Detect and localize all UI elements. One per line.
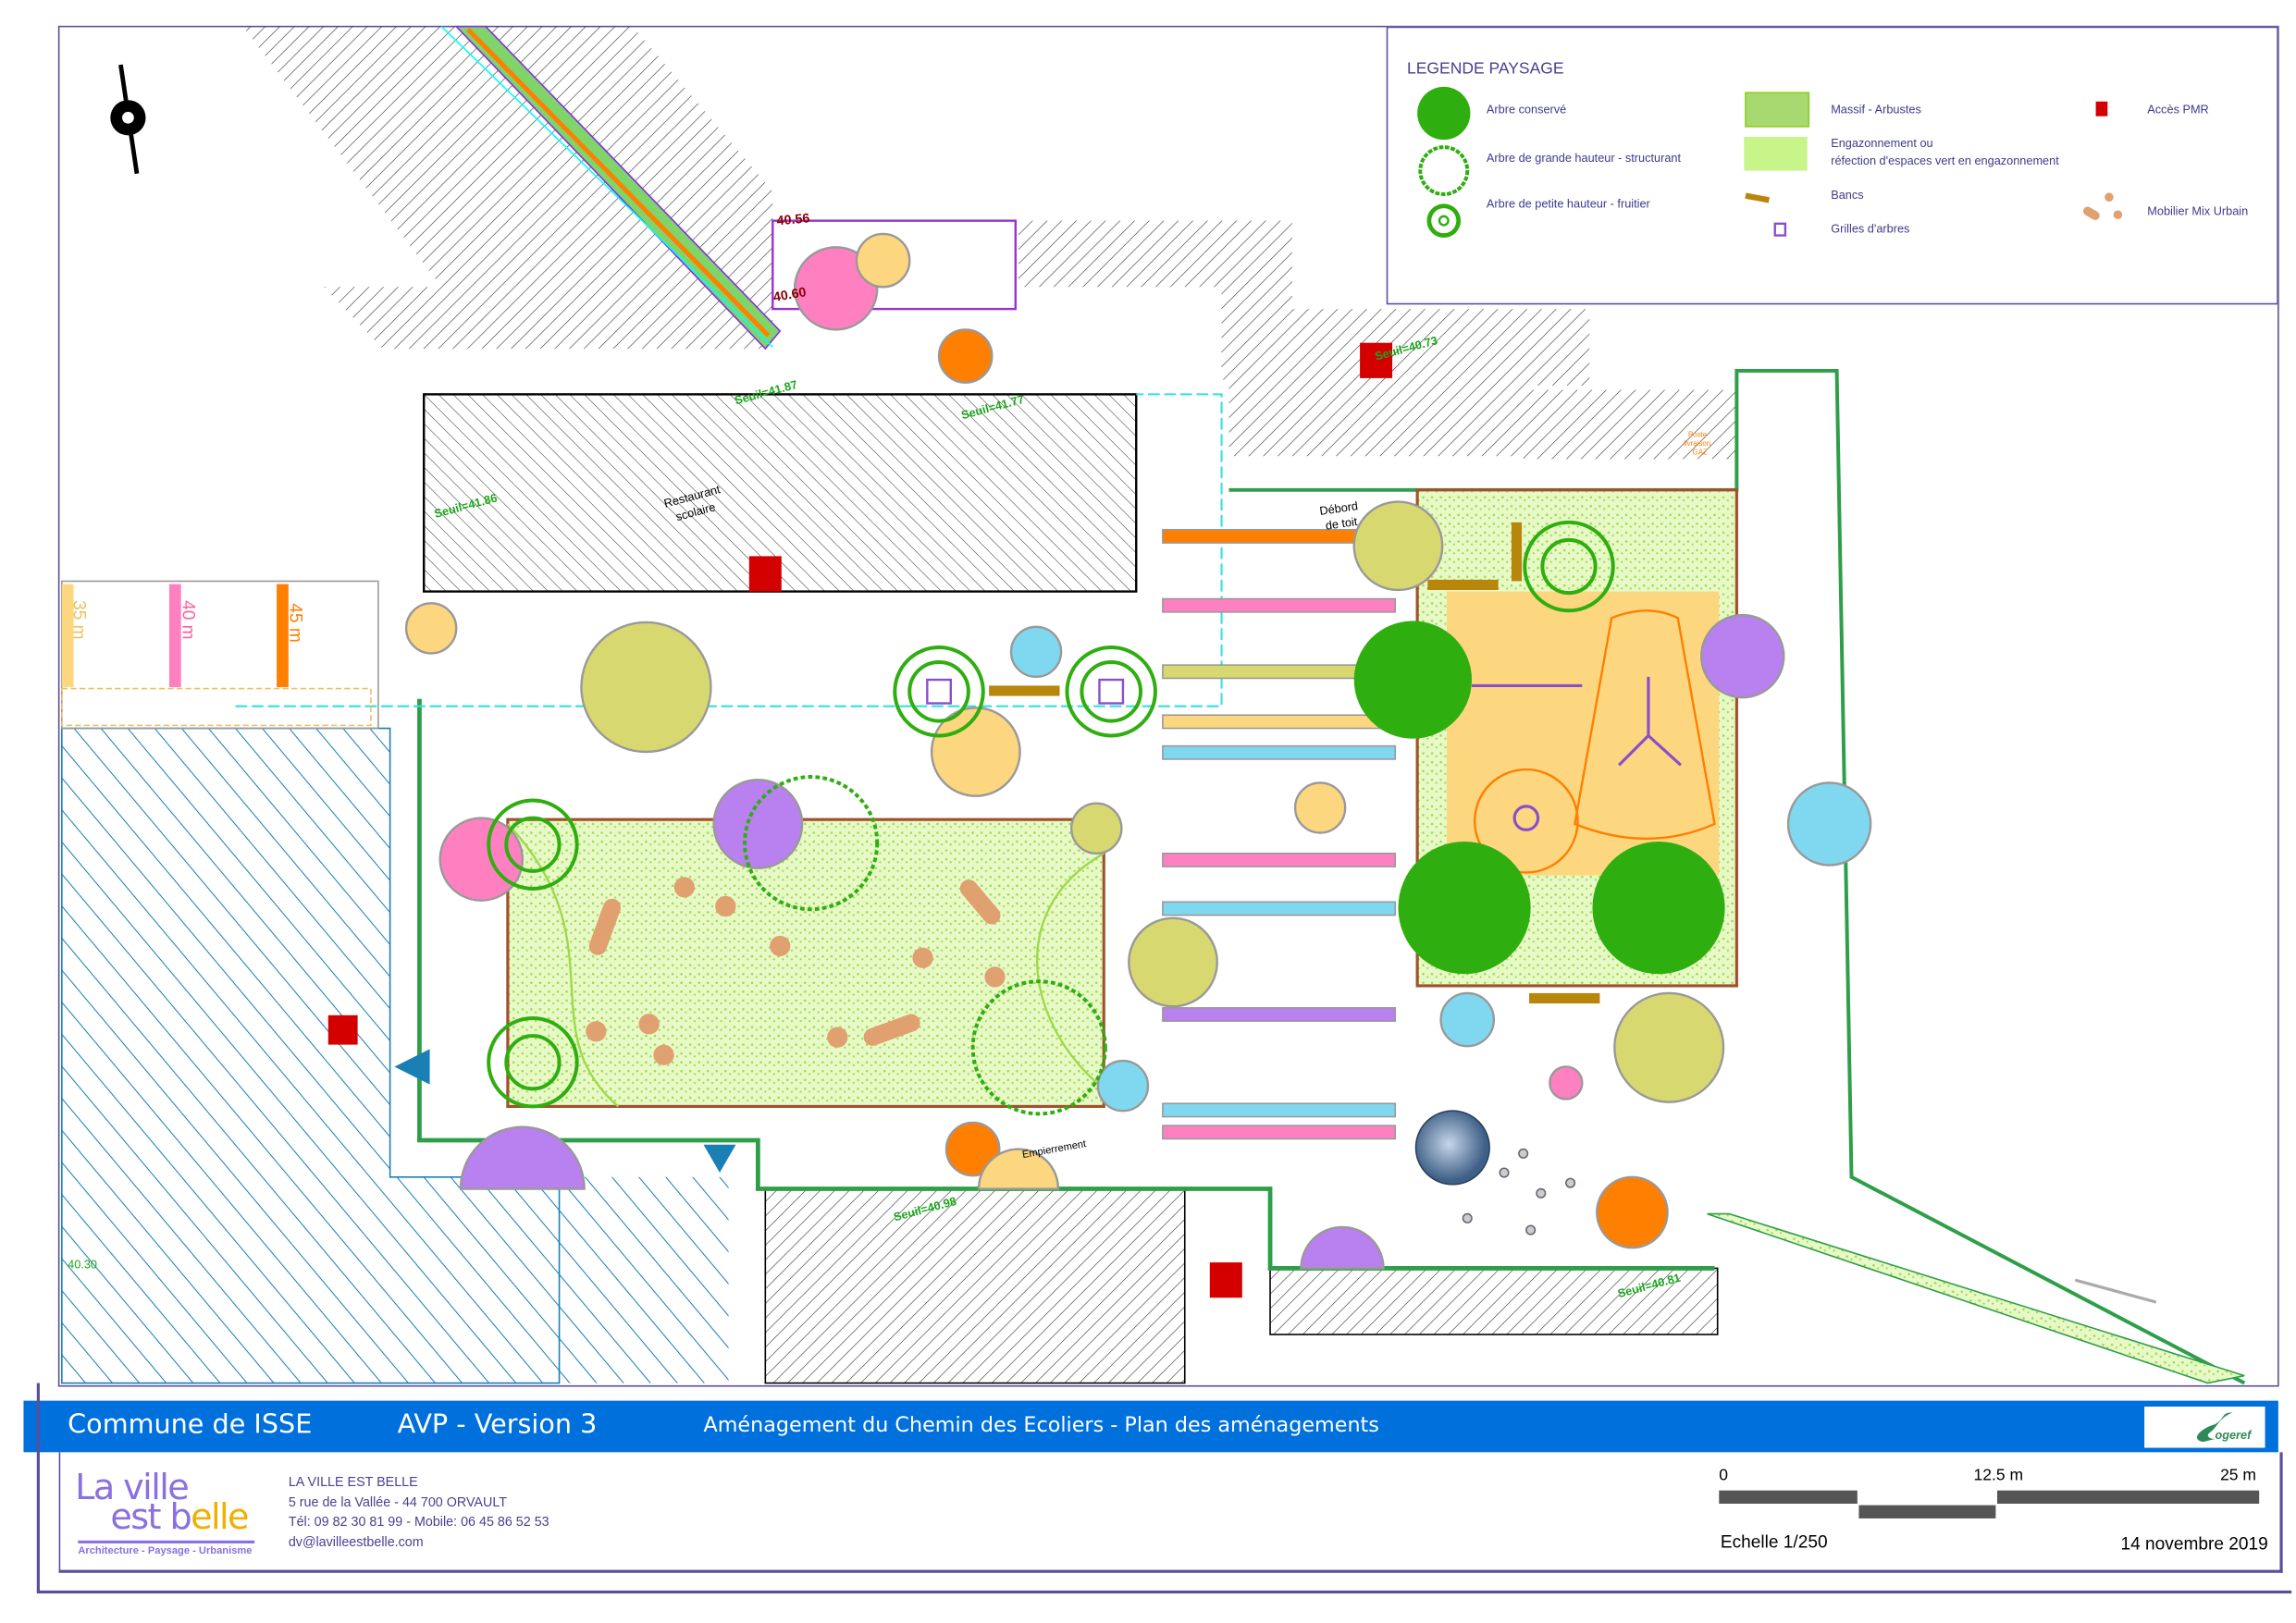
north-arrow-icon (110, 64, 146, 175)
logo-line-1: La ville (75, 1467, 190, 1508)
plan-date: 14 novembre 2019 (2120, 1532, 2268, 1555)
tree-conserved-icon (1417, 86, 1471, 141)
legend-label-arbre-conserve: Arbre conservé (1486, 103, 1567, 117)
label-debord: Débord (1318, 498, 1358, 518)
logo-line-2b: elle (191, 1496, 249, 1538)
distance-40m: 40 m (178, 600, 197, 639)
legend-panel: LEGENDE PAYSAGE Arbre conservé Arbre de … (1386, 26, 2278, 305)
logo-line-2a: est b (110, 1496, 191, 1538)
urban-furniture (586, 877, 1006, 1065)
colored-stripes (1162, 528, 1397, 1140)
spot-height-40-60: 40.60 (772, 285, 808, 305)
building-top-left (242, 26, 773, 350)
company-address: 5 rue de la Vallée - 44 700 ORVAULT (288, 1494, 507, 1509)
tall-tree-icon (1418, 145, 1470, 197)
footer-cartouche: La ville est belle Architecture - Paysag… (58, 1452, 2283, 1573)
small-tree-icon (1426, 203, 1462, 238)
legend-label-grilles: Grilles d'arbres (1831, 222, 1910, 236)
pmr-access-icon (2095, 101, 2108, 117)
title-bar: Commune de ISSE AVP - Version 3 Aménagem… (23, 1400, 2278, 1453)
scale-tick-25: 25 m (2220, 1467, 2257, 1485)
trees (487, 520, 1615, 1116)
stepping-stones (1462, 1148, 1576, 1236)
site-plan-map: 35 m 40 m 45 m (57, 25, 2279, 1387)
label-gaz: Poste (1688, 431, 1708, 439)
legend-label-petite-hauteur: Arbre de petite hauteur - fruitier (1486, 197, 1650, 211)
commune-title: Commune de ISSE (68, 1409, 313, 1441)
parking-area (61, 580, 379, 730)
scale-tick-12-5: 12.5 m (1973, 1467, 2024, 1485)
scale-segment (1858, 1505, 1996, 1518)
svg-text:ogeref: ogeref (2215, 1428, 2253, 1442)
entrance-arrow-icon (703, 1144, 736, 1174)
label-debord-2: de toit (1325, 514, 1359, 533)
legend-label-massif: Massif - Arbustes (1831, 103, 1921, 117)
spot-height-40-56: 40.56 (776, 211, 810, 228)
legend-label-grande-hauteur: Arbre de grande hauteur - structurant (1486, 151, 1682, 166)
scale-label: Echelle 1/250 (1720, 1531, 1828, 1553)
label-empierrement: Empierrement (1021, 1138, 1088, 1161)
legend-title: LEGENDE PAYSAGE (1406, 60, 1564, 79)
tree-grate-icon (1773, 222, 1787, 237)
legend-label-acces-pmr: Accès PMR (2147, 103, 2209, 117)
bench-icon (1745, 192, 1770, 203)
colored-circles (404, 232, 1872, 1270)
building-bottom-center (764, 1187, 1186, 1384)
building-top-right (1018, 220, 1590, 457)
label-gaz-3: GAZ (1693, 449, 1708, 457)
lawn-swatch (1744, 136, 1808, 171)
central-garden (506, 818, 1105, 1109)
version-title: AVP - Version 3 (397, 1409, 598, 1441)
boundary-line (417, 698, 1715, 1271)
play-surface (1446, 591, 1720, 876)
distance-45m: 45 m (285, 603, 304, 642)
distance-35m: 35 m (69, 600, 89, 639)
label-gaz-2: livraison (1684, 439, 1710, 448)
pmr-access (327, 342, 1393, 1298)
urban-furniture-icon (2082, 192, 2123, 220)
building-bottom-right (1269, 1267, 1719, 1335)
company-email: dv@lavilleestbelle.com (288, 1533, 424, 1549)
company-phone: Tél: 09 82 30 81 99 - Mobile: 06 45 86 5… (288, 1514, 549, 1530)
building-bottom-blue (559, 1176, 729, 1383)
benches (989, 522, 1600, 1004)
scale-segment (1996, 1490, 2260, 1505)
company-name: LA VILLE EST BELLE (288, 1474, 418, 1490)
legend-label-engazonnement: Engazonnement ou (1831, 136, 1933, 151)
logo-tagline: Architecture - Paysage - Urbanisme (78, 1546, 253, 1557)
scale-tick-0: 0 (1719, 1467, 1729, 1485)
la-ville-est-belle-logo: La ville est belle Architecture - Paysag… (75, 1467, 259, 1562)
scale-bar: 0 12.5 m 25 m Echelle 1/250 (1716, 1464, 2268, 1567)
building-right (1523, 389, 1737, 460)
legend-label-engazonnement-2: réfection d'espaces vert en engazonnemen… (1831, 154, 2059, 168)
legend-label-mobilier: Mobilier Mix Urbain (2147, 204, 2249, 218)
conserved-trees (1353, 621, 1725, 975)
legend-label-bancs: Bancs (1831, 188, 1864, 202)
shrub-bed-swatch (1745, 92, 1810, 128)
entrance-arrow-icon (394, 1049, 430, 1085)
sphere-sculpture (1414, 1110, 1490, 1186)
spot-height-40-30: 40.30 (68, 1257, 97, 1271)
planted-strip (1707, 1212, 2245, 1384)
scale-segment (1719, 1490, 1858, 1505)
project-title: Aménagement du Chemin des Ecoliers - Pla… (703, 1413, 1379, 1438)
sogeref-logo: ogeref (2144, 1406, 2265, 1448)
